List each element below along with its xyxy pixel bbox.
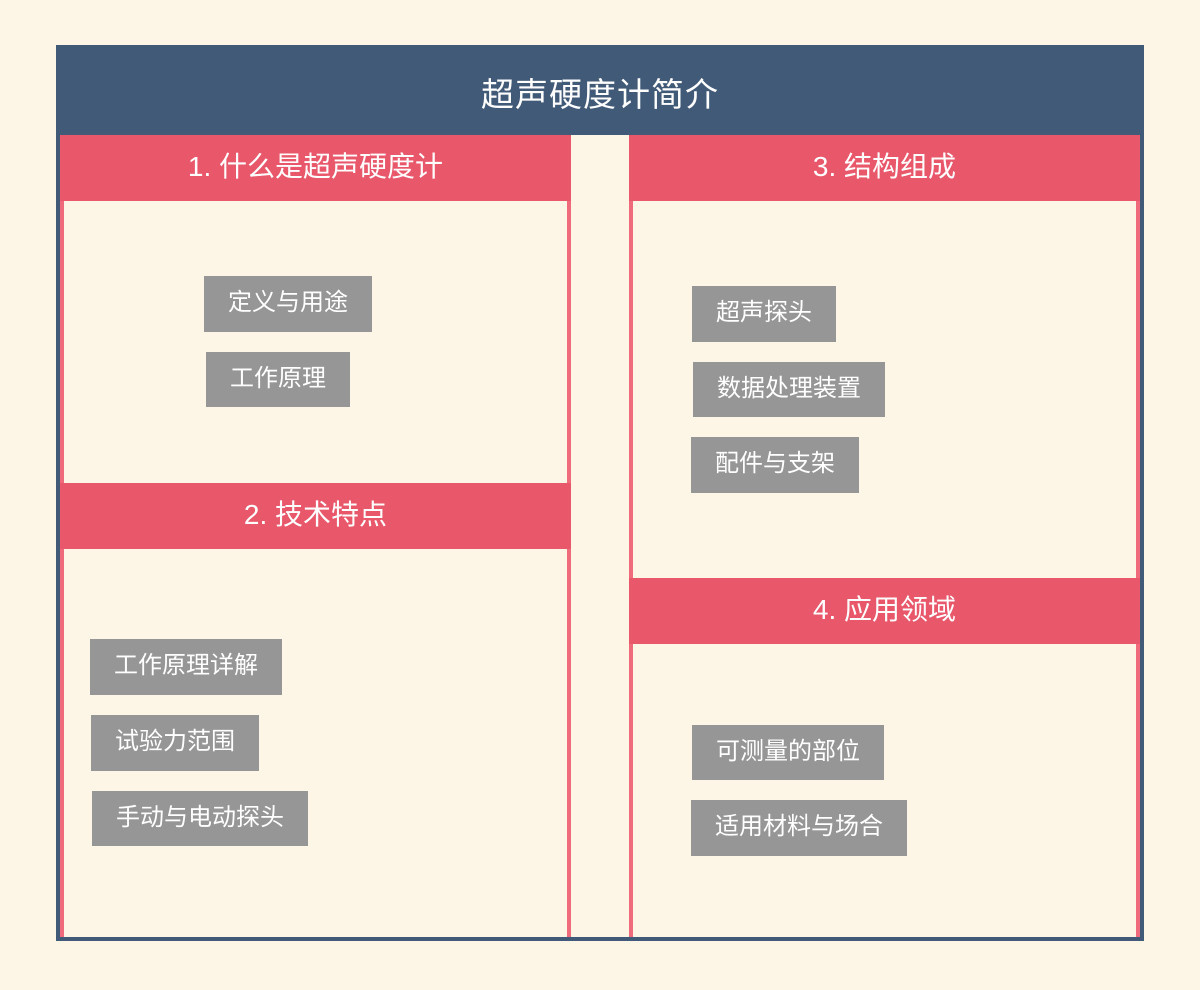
- section-1: 1. 什么是超声硬度计 定义与用途 工作原理: [60, 135, 571, 483]
- section-2-body: 工作原理详解 试验力范围 手动与电动探头: [60, 548, 571, 937]
- section-3-item-row: 配件与支架: [633, 427, 1136, 503]
- item-box-working-principle-detail[interactable]: 工作原理详解: [90, 639, 282, 695]
- section-3: 3. 结构组成 超声探头 数据处理装置 配件与支架: [629, 135, 1140, 578]
- section-4-item-row: 可测量的部位: [633, 715, 1136, 791]
- diagram-title: 超声硬度计简介: [60, 49, 1140, 135]
- section-1-item-row: 定义与用途: [64, 266, 567, 342]
- section-2-item-row: 工作原理详解: [64, 629, 567, 705]
- section-4: 4. 应用领域 可测量的部位 适用材料与场合: [629, 578, 1140, 937]
- section-2-item-row: 试验力范围: [64, 705, 567, 781]
- section-1-header[interactable]: 1. 什么是超声硬度计: [60, 135, 571, 201]
- section-3-header[interactable]: 3. 结构组成: [629, 135, 1140, 201]
- column-gap: [571, 135, 629, 937]
- section-3-body: 超声探头 数据处理装置 配件与支架: [629, 200, 1140, 578]
- section-4-body: 可测量的部位 适用材料与场合: [629, 643, 1140, 937]
- item-box-measurable-locations[interactable]: 可测量的部位: [692, 724, 884, 781]
- section-1-item-row: 工作原理: [64, 342, 567, 418]
- section-2-item-row: 手动与电动探头: [64, 781, 567, 857]
- section-2-header[interactable]: 2. 技术特点: [60, 483, 571, 549]
- right-column: 3. 结构组成 超声探头 数据处理装置 配件与支架 4. 应用领域: [629, 135, 1140, 937]
- diagram-container: 超声硬度计简介 1. 什么是超声硬度计 定义与用途 工作原理 2. 技术特点: [56, 45, 1144, 941]
- section-4-header[interactable]: 4. 应用领域: [629, 578, 1140, 644]
- diagram-columns: 1. 什么是超声硬度计 定义与用途 工作原理 2. 技术特点 工作原理详解: [60, 135, 1140, 937]
- item-box-data-processing-unit[interactable]: 数据处理装置: [693, 361, 885, 418]
- section-3-item-row: 超声探头: [633, 276, 1136, 352]
- item-box-manual-and-motorized-probe[interactable]: 手动与电动探头: [92, 790, 308, 847]
- item-box-applicable-materials-and-scenarios[interactable]: 适用材料与场合: [691, 800, 907, 856]
- item-box-accessories-and-stand[interactable]: 配件与支架: [691, 437, 859, 493]
- left-column: 1. 什么是超声硬度计 定义与用途 工作原理 2. 技术特点 工作原理详解: [60, 135, 571, 937]
- item-box-test-force-range[interactable]: 试验力范围: [91, 715, 259, 771]
- item-box-ultrasonic-probe[interactable]: 超声探头: [692, 285, 836, 342]
- section-1-body: 定义与用途 工作原理: [60, 200, 571, 483]
- section-2: 2. 技术特点 工作原理详解 试验力范围 手动与电动探头: [60, 483, 571, 937]
- item-box-working-principle[interactable]: 工作原理: [206, 351, 350, 408]
- section-4-item-row: 适用材料与场合: [633, 790, 1136, 866]
- section-3-item-row: 数据处理装置: [633, 352, 1136, 428]
- item-box-definition-and-use[interactable]: 定义与用途: [204, 276, 372, 332]
